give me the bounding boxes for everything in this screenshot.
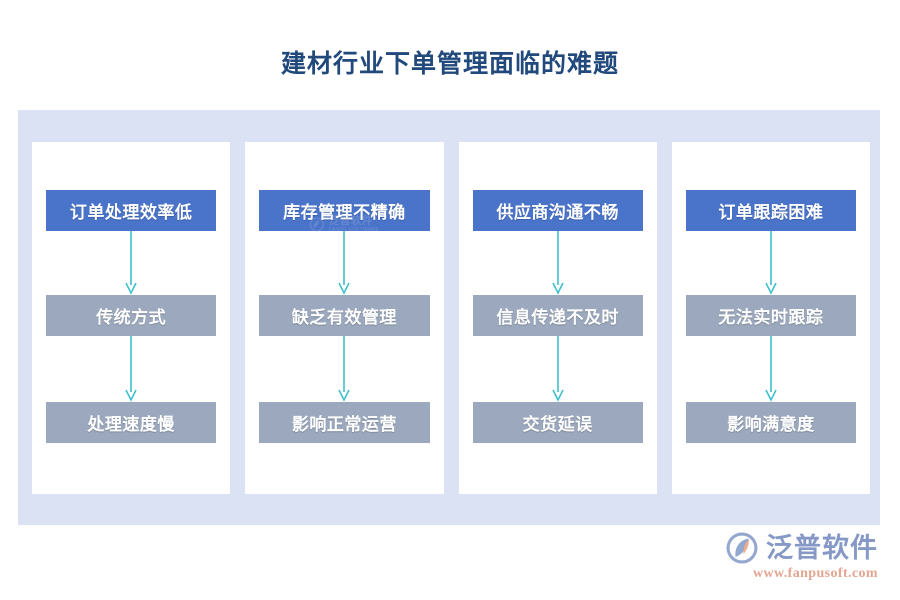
brand-logo-row: 泛普软件 [725,531,878,565]
page-title: 建材行业下单管理面临的难题 [280,50,619,78]
flow-arrow-down-icon [763,231,779,295]
flow-node-secondary[interactable]: 传统方式 [46,295,217,336]
flow-node-primary[interactable]: 订单跟踪困难 [685,190,856,231]
flow-node-secondary[interactable]: 无法实时跟踪 [685,295,856,336]
brand-name: 泛普软件 [766,533,878,563]
brand-url: www.fanpusoft.com [752,566,878,581]
flow-node-secondary[interactable]: 交货延误 [472,402,643,443]
flow-column-supplier-communication: 供应商沟通不畅 信息传递不及时 交货延误 [458,142,657,494]
brand-logo: 泛普软件 www.fanpusoft.com [725,531,878,582]
flow-node-secondary[interactable]: 影响满意度 [685,402,856,443]
flow-arrow-down-icon [123,336,139,402]
flow-node-secondary[interactable]: 处理速度慢 [46,402,217,443]
fanpu-logo-icon [726,532,758,564]
flow-node-secondary[interactable]: 影响正常运营 [259,402,430,443]
flow-arrow-down-icon [550,336,566,402]
flowchart-columns: 订单处理效率低 传统方式 处理速度慢 库存管理不精确 泛普软件 [32,142,870,494]
flow-node-primary[interactable]: 库存管理不精确 [259,190,430,231]
flow-arrow-down-icon [550,231,566,295]
flow-node-primary[interactable]: 供应商沟通不畅 [472,190,643,231]
flow-arrow-down-icon [336,336,352,402]
flow-arrow-down-icon [336,231,352,295]
flow-arrow-down-icon [763,336,779,402]
flow-column-order-tracking: 订单跟踪困难 无法实时跟踪 影响满意度 [671,142,870,494]
flow-node-secondary[interactable]: 信息传递不及时 [472,295,643,336]
flow-column-inventory-management: 库存管理不精确 泛普软件 FANPU SOFTWARE 缺乏有效管理 [245,142,444,494]
flow-node-primary[interactable]: 订单处理效率低 [46,190,217,231]
flow-arrow-down-icon [123,231,139,295]
flow-column-order-processing: 订单处理效率低 传统方式 处理速度慢 [32,142,231,494]
flow-node-secondary[interactable]: 缺乏有效管理 [259,295,430,336]
